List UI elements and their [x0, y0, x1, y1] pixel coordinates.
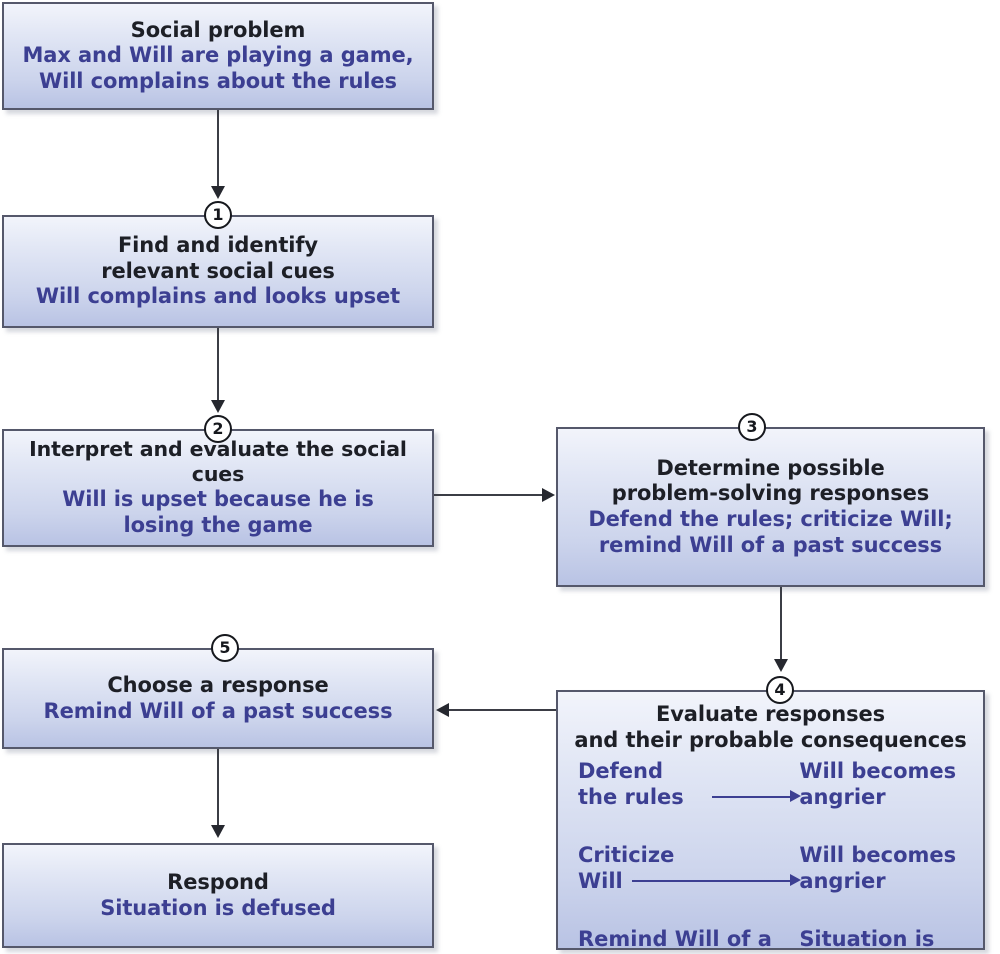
- consequence-outcome: Situation is defused: [799, 927, 935, 954]
- node-detail: Defend the rules; criticize Will; remind…: [588, 507, 953, 557]
- connector-step2-to-step3-arrowhead: [542, 488, 555, 502]
- step-badge-1: 1: [204, 201, 232, 229]
- connector-step3-to-step4-line: [780, 587, 782, 665]
- node-detail: Will complains and looks upset: [35, 284, 401, 309]
- node-step-4[interactable]: Evaluate responses and their probable co…: [556, 690, 985, 954]
- consequence-outcome: Will becomes angrier: [799, 759, 957, 809]
- node-social-problem[interactable]: Social problem Max and Will are playing …: [2, 2, 434, 110]
- node-detail: Situation is defused: [100, 895, 336, 920]
- node-title: Choose a response: [107, 672, 329, 697]
- consequence-row: Defend the rules Will becomes angrier: [564, 759, 977, 843]
- connector-step5-to-respond-line: [217, 749, 219, 831]
- consequence-list: Defend the rules Will becomes angrier Cr…: [564, 759, 977, 954]
- step-badge-3: 3: [738, 413, 766, 441]
- consequence-connector-arrowhead: [790, 790, 801, 803]
- connector-step4-to-step5-arrowhead: [436, 703, 449, 717]
- consequence-response: Defend the rules: [578, 759, 684, 809]
- connector-problem-to-step1-line: [217, 110, 219, 192]
- connector-step2-to-step3-line: [434, 494, 544, 496]
- connector-step4-to-step5-line: [447, 709, 556, 711]
- node-detail: Max and Will are playing a game, Will co…: [22, 43, 414, 93]
- node-title: Evaluate responses and their probable co…: [574, 702, 967, 752]
- node-step-3[interactable]: Determine possible problem-solving respo…: [556, 427, 985, 587]
- consequence-response: Criticize Will: [578, 843, 675, 893]
- consequence-outcome: Will becomes angrier: [799, 843, 957, 893]
- node-step-5[interactable]: Choose a response Remind Will of a past …: [2, 648, 434, 749]
- step-badge-5: 5: [211, 634, 239, 662]
- consequence-connector-line: [712, 796, 792, 799]
- consequence-connector-arrowhead: [790, 874, 801, 887]
- node-title: Determine possible problem-solving respo…: [611, 455, 930, 506]
- consequence-row: Criticize Will Will becomes angrier: [564, 843, 977, 927]
- connector-step5-to-respond-arrowhead: [211, 825, 225, 838]
- step-badge-2: 2: [204, 415, 232, 443]
- node-detail: Will is upset because he is losing the g…: [62, 487, 374, 537]
- connector-problem-to-step1-arrowhead: [211, 186, 225, 199]
- consequence-response: Remind Will of a past success: [578, 927, 772, 954]
- node-title: Find and identify relevant social cues: [101, 233, 335, 283]
- node-title: Interpret and evaluate the social cues: [29, 437, 407, 487]
- node-respond[interactable]: Respond Situation is defused: [2, 843, 434, 948]
- connector-step1-to-step2-line: [217, 328, 219, 406]
- connector-step1-to-step2-arrowhead: [211, 400, 225, 413]
- connector-step3-to-step4-arrowhead: [774, 659, 788, 672]
- node-title: Respond: [167, 869, 269, 894]
- node-step-1[interactable]: Find and identify relevant social cues W…: [2, 215, 434, 328]
- node-detail: Remind Will of a past success: [43, 698, 393, 723]
- consequence-connector-line: [632, 880, 792, 883]
- consequence-row: Remind Will of a past success Situation …: [564, 927, 977, 954]
- node-title: Social problem: [130, 17, 306, 42]
- step-badge-4: 4: [766, 676, 794, 704]
- node-step-2[interactable]: Interpret and evaluate the social cues W…: [2, 429, 434, 547]
